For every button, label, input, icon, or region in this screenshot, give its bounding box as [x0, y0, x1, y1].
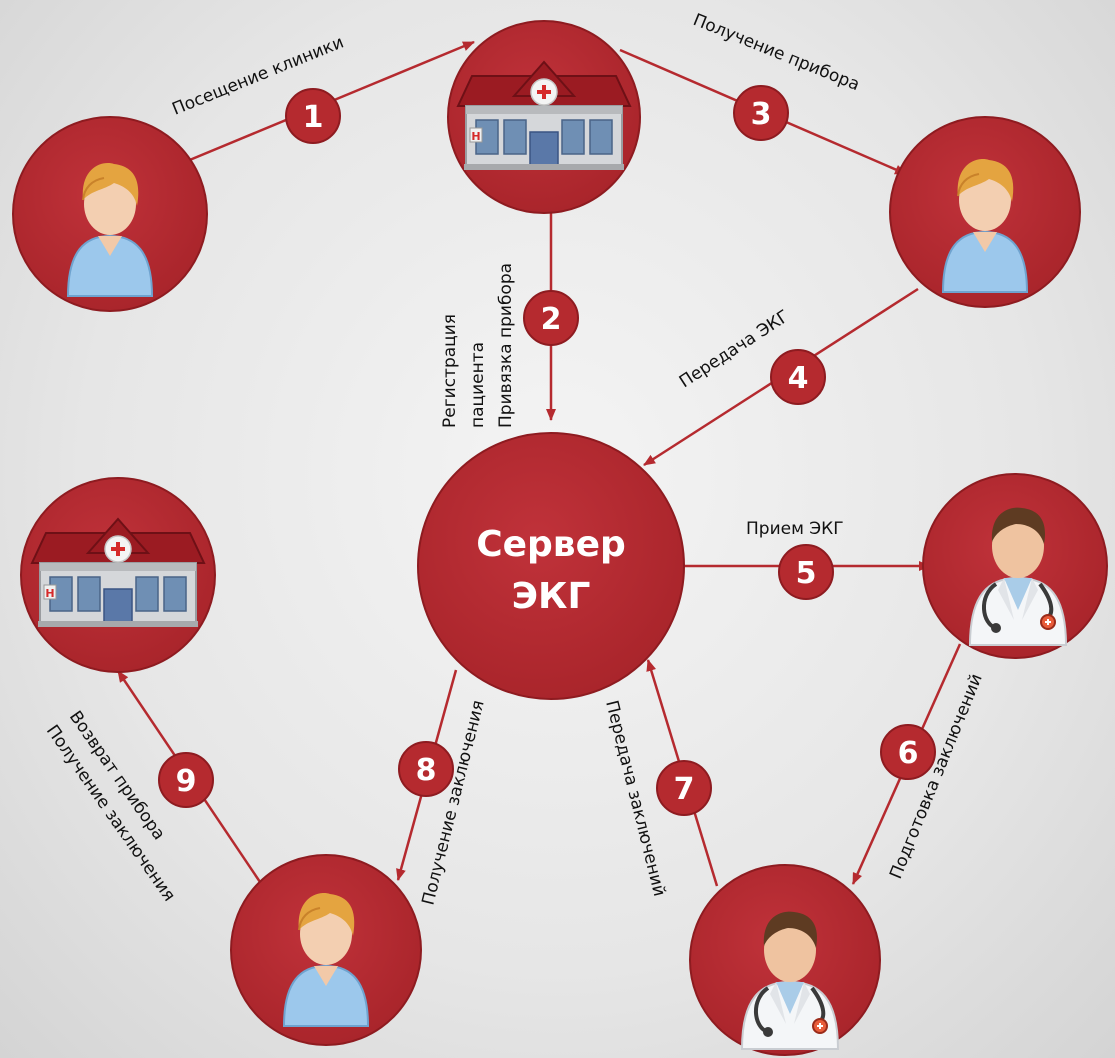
- server-title-line1: Сервер: [476, 524, 626, 565]
- badge-3: 3: [733, 85, 789, 141]
- label-step-2-line2: пациента: [468, 342, 488, 428]
- label-step-2: Регистрация пациента Привязка прибора: [440, 263, 516, 428]
- label-step-2-line3: Привязка прибора: [496, 263, 516, 428]
- node-ecg-server: Сервер ЭКГ: [417, 432, 685, 700]
- badge-4: 4: [770, 349, 826, 405]
- badge-number: 6: [898, 736, 919, 771]
- label-step-9: Возврат прибора Получение заключения: [42, 707, 179, 905]
- node-doctor-report: [689, 864, 881, 1056]
- badge-number: 5: [796, 556, 817, 591]
- node-patient-device: [889, 116, 1081, 308]
- badge-5: 5: [778, 544, 834, 600]
- badge-2: 2: [523, 290, 579, 346]
- label-step-3: Получение прибора: [690, 10, 862, 95]
- node-patient-start: [12, 116, 208, 312]
- node-doctor-receive: [922, 473, 1108, 659]
- badge-9: 9: [158, 752, 214, 808]
- badge-number: 9: [176, 764, 197, 799]
- hospital-icon: [456, 60, 632, 172]
- badge-number: 7: [674, 772, 695, 807]
- server-title-line2: ЭКГ: [512, 576, 591, 617]
- node-clinic-return: [20, 477, 216, 673]
- badge-6: 6: [880, 724, 936, 780]
- badge-number: 4: [788, 361, 809, 396]
- label-step-5: Прием ЭКГ: [746, 519, 844, 539]
- node-patient-end: [230, 854, 422, 1046]
- label-step-8: Получение заключения: [418, 698, 488, 907]
- badge-number: 2: [541, 302, 562, 337]
- badge-number: 3: [751, 97, 772, 132]
- label-step-2-line1: Регистрация: [440, 314, 460, 428]
- badge-8: 8: [398, 741, 454, 797]
- node-clinic-top: [447, 20, 641, 214]
- badge-1: 1: [285, 88, 341, 144]
- badge-number: 8: [416, 753, 437, 788]
- badge-number: 1: [303, 100, 324, 135]
- hospital-icon: [30, 517, 206, 629]
- badge-7: 7: [656, 760, 712, 816]
